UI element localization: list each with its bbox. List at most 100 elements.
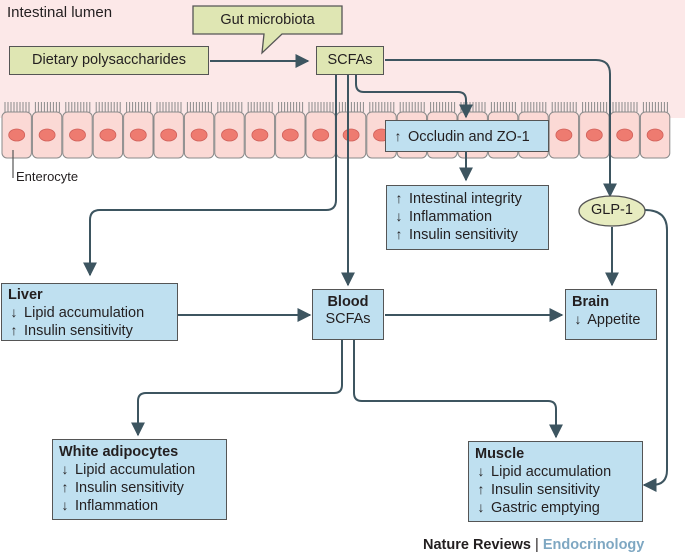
effect-row: ↑ Insulin sensitivity <box>475 481 636 499</box>
enterocyte-cell <box>275 102 306 159</box>
direction-arrow-icon: ↑ <box>10 322 18 338</box>
effect-label: Lipid accumulation <box>75 462 196 478</box>
cell-nucleus <box>312 128 330 142</box>
cell-nucleus <box>38 128 56 142</box>
effect-row: ↑ Insulin sensitivity <box>393 226 542 244</box>
enterocyte-cell <box>305 102 336 159</box>
enterocyte-cell <box>214 102 245 159</box>
occludin-zo1-box: ↑ Occludin and ZO-1 <box>385 120 549 152</box>
glp1-label: GLP-1 <box>591 202 633 218</box>
direction-arrow-icon: ↓ <box>477 463 485 479</box>
effect-label: Inflammation <box>75 498 159 514</box>
effect-label: Insulin sensitivity <box>24 323 133 339</box>
cell-nucleus <box>251 128 269 142</box>
footer-separator: | <box>535 537 539 553</box>
effect-label: Gastric emptying <box>491 500 600 516</box>
effect-row: ↓ Gastric emptying <box>475 499 636 517</box>
effect-row: ↓ Appetite <box>572 311 650 329</box>
direction-arrow-icon: ↑ <box>395 226 403 242</box>
effect-label: Inflammation <box>409 209 493 225</box>
intestinal-effects-box: ↑ Intestinal integrity ↓ Inflammation ↑ … <box>386 185 549 250</box>
gut-microbiota-label: Gut microbiota <box>220 12 315 28</box>
effect-label: Insulin sensitivity <box>75 480 184 496</box>
scfas-box: SCFAs <box>316 46 384 75</box>
effect-label: Intestinal integrity <box>409 191 522 207</box>
up-arrow-icon: ↑ <box>394 128 402 144</box>
enterocyte-cell <box>92 102 124 159</box>
effect-row: ↓ Lipid accumulation <box>59 461 220 479</box>
brain-title: Brain <box>572 294 610 310</box>
direction-arrow-icon: ↑ <box>395 190 403 206</box>
arrow-scfas-to-occludin <box>355 75 473 119</box>
enterocyte-cell <box>1 102 32 159</box>
cell-nucleus <box>8 128 26 142</box>
direction-arrow-icon: ↓ <box>477 499 485 515</box>
blood-title: Blood <box>327 294 369 310</box>
cell-nucleus <box>555 128 573 142</box>
effect-label: Appetite <box>587 312 641 328</box>
effect-row: ↓ Inflammation <box>393 208 542 226</box>
journal-name: Nature Reviews <box>423 537 531 553</box>
direction-arrow-icon: ↓ <box>574 311 582 327</box>
liver-box: Liver ↓ Lipid accumulation ↑ Insulin sen… <box>1 283 178 341</box>
muscle-title: Muscle <box>475 446 525 462</box>
adipocytes-title: White adipocytes <box>59 444 179 460</box>
arrow-blood-to-muscle <box>353 340 563 439</box>
muscle-box: Muscle ↓ Lipid accumulation ↑ Insulin se… <box>468 441 643 522</box>
enterocyte-cell <box>153 102 184 159</box>
journal-section: Endocrinology <box>542 537 645 553</box>
direction-arrow-icon: ↑ <box>477 481 485 497</box>
enterocyte-cell <box>639 102 671 159</box>
direction-arrow-icon: ↓ <box>61 497 69 513</box>
dietary-polysaccharides-box: Dietary polysaccharides <box>9 46 209 75</box>
blood-box: Blood SCFAs <box>312 289 384 340</box>
arrow-glp1-to-muscle <box>642 209 668 492</box>
liver-title: Liver <box>8 287 43 303</box>
enterocyte-cell <box>244 102 276 159</box>
cell-nucleus <box>160 128 178 142</box>
cell-nucleus <box>99 128 117 142</box>
cell-nucleus <box>585 128 603 142</box>
enterocyte-cell <box>548 102 580 159</box>
enterocyte-cell <box>579 102 610 159</box>
effect-label: Insulin sensitivity <box>491 482 600 498</box>
direction-arrow-icon: ↑ <box>61 479 69 495</box>
cell-nucleus <box>221 128 238 142</box>
cell-nucleus <box>281 128 299 142</box>
cell-nucleus <box>69 128 86 142</box>
effect-row: ↑ Intestinal integrity <box>393 190 542 208</box>
enterocyte-cell <box>123 102 154 159</box>
intestinal-lumen-label: Intestinal lumen <box>7 4 113 21</box>
enterocyte-label: Enterocyte <box>16 169 79 184</box>
direction-arrow-icon: ↓ <box>10 304 18 320</box>
enterocyte-cell <box>183 102 215 159</box>
arrow-scfas-to-liver <box>83 75 337 277</box>
effect-row: ↑ Insulin sensitivity <box>8 322 171 340</box>
effect-label: Insulin sensitivity <box>409 227 518 243</box>
effect-row: ↓ Inflammation <box>59 497 220 515</box>
effect-label: Lipid accumulation <box>491 464 612 480</box>
effect-row: ↑ Insulin sensitivity <box>59 479 220 497</box>
effect-row: ↓ Lipid accumulation <box>8 304 171 322</box>
arrow-blood-to-adipocytes <box>131 340 343 437</box>
journal-footer: Nature Reviews | Endocrinology <box>423 537 644 553</box>
white-adipocytes-box: White adipocytes ↓ Lipid accumulation ↑ … <box>52 439 227 520</box>
arrow-scfas-to-glp1 <box>385 59 617 198</box>
cell-nucleus <box>646 128 664 142</box>
direction-arrow-icon: ↓ <box>61 461 69 477</box>
enterocyte-cell <box>62 102 93 159</box>
effect-label: Lipid accumulation <box>24 305 145 321</box>
enterocyte-cell <box>31 102 63 159</box>
brain-box: Brain ↓ Appetite <box>565 289 657 340</box>
blood-subtitle: SCFAs <box>325 311 371 327</box>
cell-nucleus <box>129 128 147 142</box>
occludin-label: Occludin and ZO-1 <box>408 129 530 145</box>
cell-nucleus <box>190 128 208 142</box>
effect-row: ↓ Lipid accumulation <box>475 463 636 481</box>
enterocyte-cell <box>609 102 640 159</box>
direction-arrow-icon: ↓ <box>395 208 403 224</box>
cell-nucleus <box>616 128 634 142</box>
